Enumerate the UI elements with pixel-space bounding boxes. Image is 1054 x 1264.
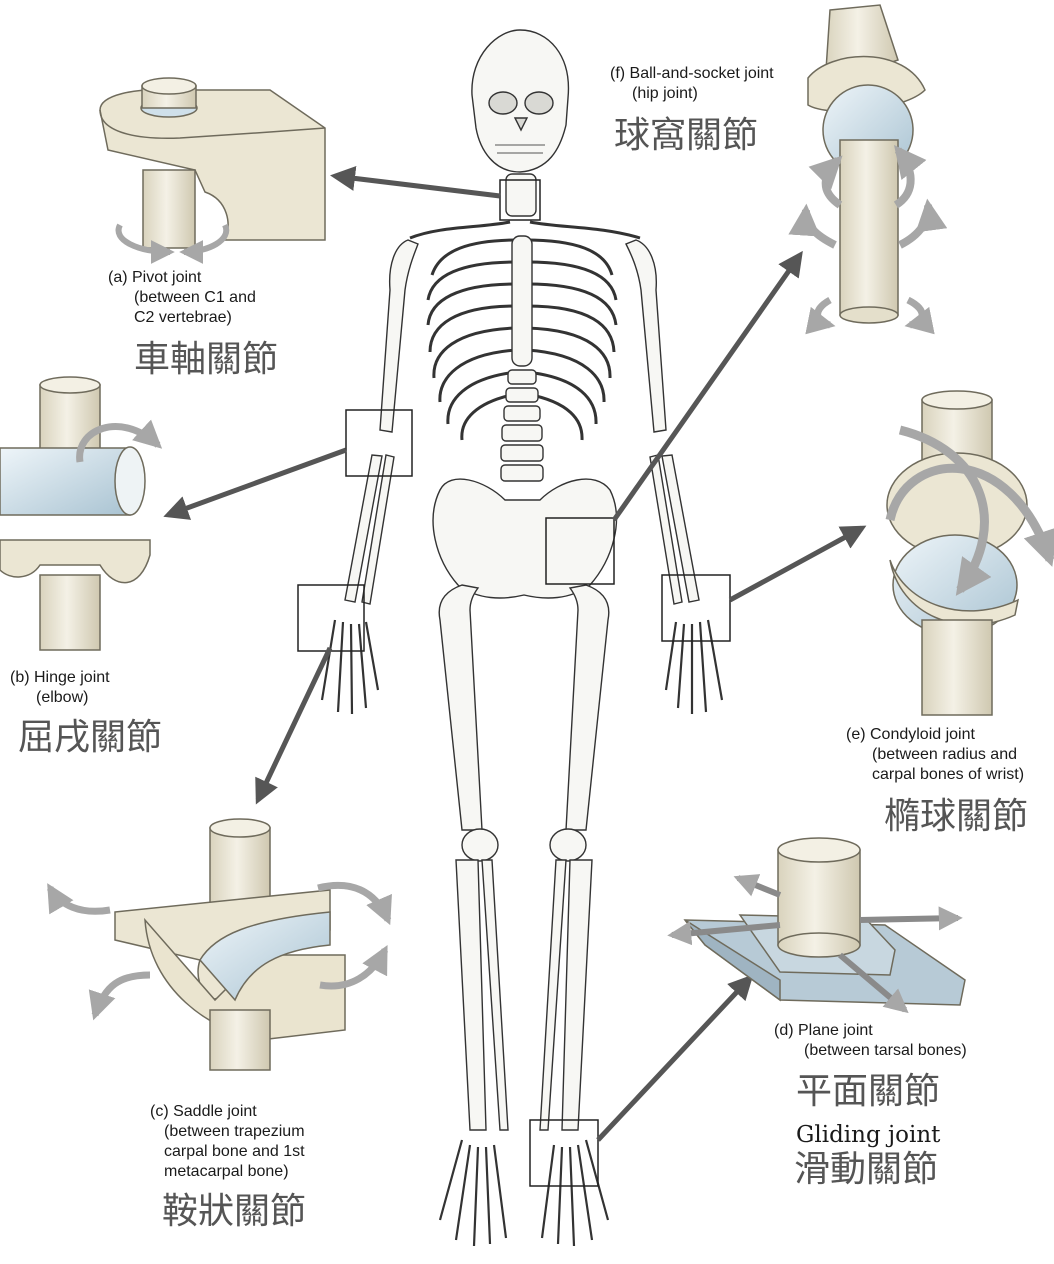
pivot-joint-model [99, 77, 326, 264]
hinge-chinese-name: 屈戌關節 [18, 717, 163, 758]
gliding-chinese-name: 滑動關節 [794, 1149, 939, 1190]
pivot-desc-1: (between C1 and [134, 289, 256, 306]
arrow-to-hinge [163, 447, 347, 520]
box-wrist [661, 574, 731, 642]
gliding-joint-name: Gliding joint [796, 1122, 941, 1148]
saddle-joint-label: (c) Saddle joint (between trapezium carp… [150, 1102, 305, 1182]
skull [471, 29, 570, 173]
pivot-title: (a) Pivot joint [108, 269, 202, 286]
saddle-title: (c) Saddle joint [150, 1103, 257, 1120]
saddle-desc-3: metacarpal bone) [164, 1163, 289, 1180]
ball-socket-title: (f) Ball-and-socket joint [610, 65, 774, 82]
left-leg [539, 584, 610, 1131]
plane-chinese-name: 平面關節 [796, 1071, 941, 1112]
hinge-desc-1: (elbow) [36, 689, 89, 706]
hinge-joint-label: (b) Hinge joint (elbow) [10, 668, 110, 708]
box-hip [545, 517, 615, 585]
condyloid-desc-2: carpal bones of wrist) [872, 766, 1025, 783]
ball-socket-joint-label: (f) Ball-and-socket joint (hip joint) [610, 64, 774, 104]
clavicles [409, 220, 641, 240]
right-leg [438, 584, 509, 1131]
box-elbow [345, 409, 413, 477]
left-foot [540, 1139, 610, 1247]
saddle-desc-2: carpal bone and 1st [164, 1143, 305, 1160]
pivot-desc-2: C2 vertebrae) [134, 309, 232, 326]
condyloid-joint-label: (e) Condyloid joint (between radius and … [846, 725, 1024, 785]
box-ankle [529, 1119, 599, 1187]
arrow-to-plane [596, 974, 754, 1142]
ball-socket-joint-model [788, 4, 948, 335]
ball-socket-desc-1: (hip joint) [632, 85, 698, 102]
lumbar-spine [500, 369, 544, 482]
cervical-spine [505, 173, 537, 217]
condyloid-title: (e) Condyloid joint [846, 726, 975, 743]
connector-arrows [163, 165, 867, 1142]
right-arm [344, 239, 419, 605]
condyloid-chinese-name: 橢球關節 [884, 796, 1029, 837]
arrow-to-pivot [330, 165, 501, 199]
pivot-joint-label: (a) Pivot joint (between C1 and C2 verte… [108, 268, 256, 328]
skeleton [320, 29, 724, 1247]
plane-desc-1: (between tarsal bones) [804, 1042, 967, 1059]
condyloid-joint-model [885, 390, 1054, 716]
plane-joint-model [667, 837, 966, 1014]
left-hand [664, 619, 724, 714]
saddle-joint-model [46, 818, 392, 1071]
arrow-to-condyloid [728, 525, 867, 603]
box-neck [499, 179, 541, 221]
hinge-joint-model [0, 376, 163, 651]
right-hand [320, 619, 380, 715]
plane-title: (d) Plane joint [774, 1022, 873, 1039]
saddle-chinese-name: 鞍狀關節 [162, 1191, 307, 1232]
ribcage [426, 238, 618, 441]
arrow-to-ball-socket [611, 250, 803, 522]
right-foot [438, 1139, 508, 1247]
plane-joint-label: (d) Plane joint (between tarsal bones) [774, 1021, 967, 1061]
saddle-desc-1: (between trapezium [164, 1123, 305, 1140]
left-arm [625, 239, 700, 605]
condyloid-desc-1: (between radius and [872, 746, 1017, 763]
highlight-boxes [297, 179, 731, 1187]
arrow-to-saddle [255, 646, 333, 805]
pelvis [432, 478, 618, 599]
sternum [511, 235, 533, 367]
pivot-chinese-name: 車軸關節 [134, 339, 279, 380]
ball-socket-chinese-name: 球窩關節 [614, 115, 759, 156]
hinge-title: (b) Hinge joint [10, 669, 110, 686]
